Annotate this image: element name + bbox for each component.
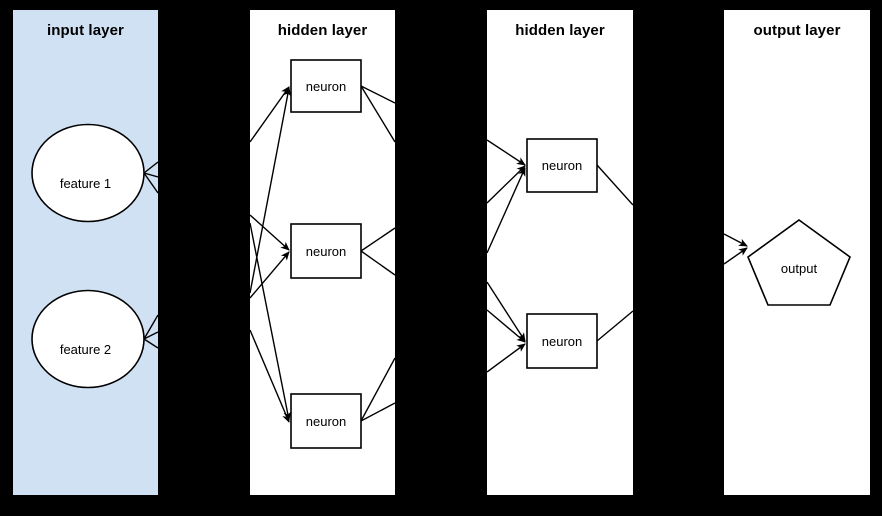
node-shape-feature-2 <box>31 289 145 389</box>
edge-stubs-hidden-2-out <box>596 164 633 342</box>
hidden-layer-2-shapes <box>487 138 633 373</box>
node-shape-output-pentagon <box>747 219 851 306</box>
output-layer-shapes <box>724 219 851 306</box>
layer-panel-hidden-2[interactable]: hidden layer <box>487 10 633 495</box>
node-shape-neuron-h2-2 <box>526 313 598 369</box>
node-shape-neuron-h2-1 <box>526 138 598 193</box>
layer-title-input: input layer <box>47 22 124 39</box>
edges-into-hidden-1 <box>250 86 292 423</box>
edge-stubs-input <box>143 161 158 349</box>
layer-panel-input[interactable]: input layer feature 1 feature 2 <box>13 10 158 495</box>
node-shape-feature-1 <box>31 123 145 223</box>
layer-title-hidden-1: hidden layer <box>277 22 368 39</box>
hidden-layer-1-shapes <box>250 59 395 449</box>
input-layer-shapes <box>31 123 158 389</box>
layer-panel-output[interactable]: output layer output <box>724 10 870 495</box>
edge-stubs-hidden-1-out <box>360 85 395 422</box>
node-shape-neuron-h1-1 <box>290 59 362 113</box>
layer-title-hidden-2: hidden layer <box>515 22 605 39</box>
node-shape-neuron-h1-2 <box>290 223 362 279</box>
layer-title-output: output layer <box>753 22 841 39</box>
node-shape-neuron-h1-3 <box>290 393 362 449</box>
edges-into-output <box>724 233 748 265</box>
edges-into-hidden-2 <box>487 139 526 373</box>
layer-panel-hidden-1[interactable]: hidden layer <box>250 10 395 495</box>
